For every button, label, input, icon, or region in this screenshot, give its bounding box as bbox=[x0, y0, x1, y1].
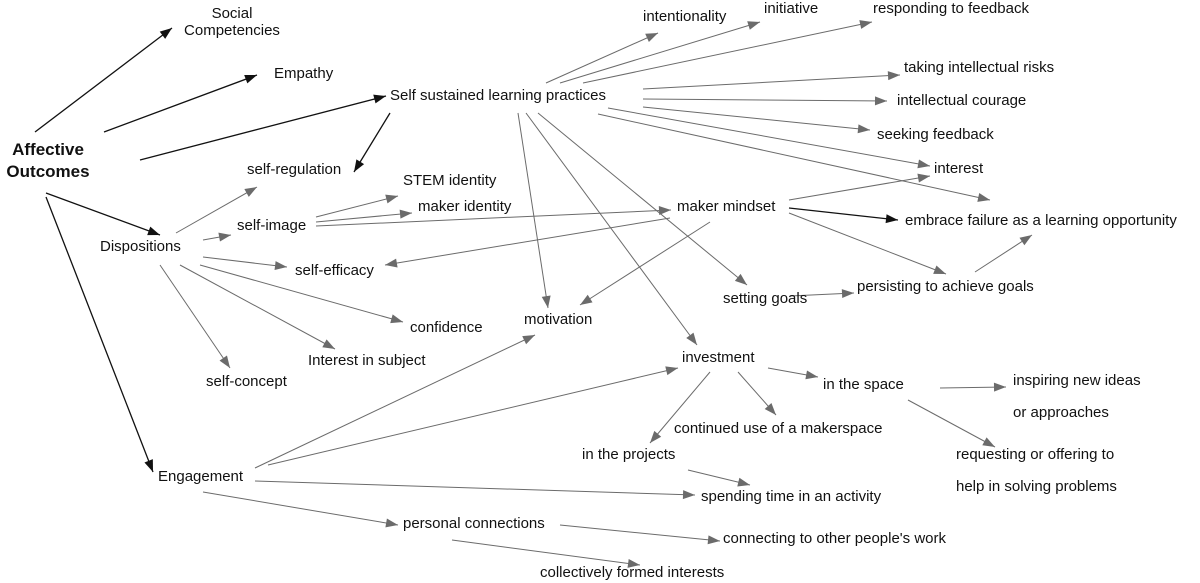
node-connecting-work: connecting to other people's work bbox=[723, 530, 947, 547]
edge-projects-spending bbox=[687, 469, 751, 487]
node-embrace-failure: embrace failure as a learning opportunit… bbox=[905, 212, 1177, 229]
node-intentionality: intentionality bbox=[643, 8, 727, 25]
node-spending-time: spending time in an activity bbox=[701, 488, 882, 505]
node-confidence: confidence bbox=[410, 319, 483, 336]
edge-ssl-initiative bbox=[559, 21, 761, 84]
edge-affective-empathy bbox=[103, 74, 258, 133]
node-intellectual-courage: intellectual courage bbox=[897, 92, 1027, 109]
edge-disp-selfefficacy bbox=[202, 256, 288, 271]
edge-ssl-responding bbox=[582, 20, 873, 84]
edge-affective-dispositions bbox=[45, 192, 161, 236]
edge-mindset-embrace bbox=[788, 207, 899, 224]
node-continued-use: continued use of a makerspace bbox=[674, 420, 883, 437]
node-taking-risks: taking intellectual risks bbox=[904, 59, 1055, 76]
node-in-the-projects: in the projects bbox=[582, 446, 676, 463]
node-self-regulation: self-regulation bbox=[247, 161, 342, 178]
node-setting-goals: setting goals bbox=[723, 290, 808, 307]
node-engagement: Engagement bbox=[158, 468, 244, 485]
edge-disp-interestsubject bbox=[179, 264, 336, 350]
node-seeking-feedback: seeking feedback bbox=[877, 126, 994, 143]
node-affective-outcomes: Affective Outcomes bbox=[6, 140, 90, 182]
edge-engagement-investment bbox=[267, 366, 679, 466]
node-self-concept: self-concept bbox=[206, 373, 287, 390]
node-inspiring-ideas: inspiring new ideas or approaches bbox=[1013, 372, 1141, 422]
edge-ssl-settinggoals bbox=[537, 112, 748, 286]
edge-space-requesting bbox=[907, 399, 996, 448]
edge-engagement-motivation bbox=[254, 334, 536, 469]
edge-ssl-seeking bbox=[642, 106, 871, 134]
edge-engagement-spending bbox=[254, 480, 696, 500]
node-empathy: Empathy bbox=[274, 65, 334, 82]
edge-ssl-intentionality bbox=[545, 32, 659, 84]
node-interest-in-subject: Interest in subject bbox=[308, 352, 426, 369]
edge-mindset-selfefficacy bbox=[384, 217, 671, 268]
edge-selfimage-mindset bbox=[315, 206, 672, 227]
edge-personal-collectively bbox=[451, 539, 641, 568]
edge-disp-confidence bbox=[199, 264, 404, 324]
edge-ssl-risks bbox=[642, 71, 901, 90]
node-self-sustained-learning: Self sustained learning practices bbox=[390, 87, 606, 104]
edge-investment-continued bbox=[737, 371, 777, 416]
edge-selfimage-stem bbox=[315, 194, 399, 218]
node-persisting: persisting to achieve goals bbox=[857, 278, 1034, 295]
node-maker-identity: maker identity bbox=[418, 198, 512, 215]
node-personal-connections: personal connections bbox=[403, 515, 545, 532]
edge-affective-engagement bbox=[45, 196, 154, 473]
edge-disp-selfimage bbox=[202, 232, 232, 242]
edge-investment-projects bbox=[649, 371, 711, 444]
node-motivation: motivation bbox=[524, 311, 593, 328]
node-stem-identity: STEM identity bbox=[403, 172, 497, 189]
edge-ssl-courage bbox=[642, 96, 888, 106]
edge-space-inspiring bbox=[939, 382, 1007, 392]
edge-ssl-investment bbox=[525, 112, 698, 346]
edge-affective-social bbox=[34, 27, 173, 133]
edge-ssl-motivation bbox=[517, 112, 551, 309]
node-investment: investment bbox=[682, 349, 755, 366]
node-interest: interest bbox=[934, 160, 984, 177]
edge-mindset-persisting bbox=[788, 212, 947, 275]
node-responding-feedback: responding to feedback bbox=[873, 0, 1029, 17]
node-requesting-help: requesting or offering to help in solvin… bbox=[956, 446, 1117, 496]
node-initiative: initiative bbox=[764, 0, 819, 17]
edge-disp-selfconcept bbox=[159, 264, 231, 369]
node-maker-mindset: maker mindset bbox=[677, 198, 776, 215]
edge-personal-connecting bbox=[559, 524, 721, 545]
edge-selfimage-maker bbox=[315, 209, 413, 223]
edge-investment-space bbox=[767, 367, 819, 380]
node-self-image: self-image bbox=[237, 217, 307, 234]
node-in-the-space: in the space bbox=[823, 376, 904, 393]
node-social-competencies: Social Competencies bbox=[184, 5, 280, 40]
edge-mindset-interest bbox=[788, 173, 931, 201]
edge-engagement-personal bbox=[202, 491, 399, 528]
edge-persisting-embrace bbox=[974, 234, 1033, 273]
edge-disp-selfregulation bbox=[175, 186, 258, 234]
edge-ssl-selfregulation bbox=[353, 112, 391, 173]
edge-goals-persisting bbox=[789, 289, 855, 299]
node-dispositions: Dispositions bbox=[100, 238, 181, 255]
edge-mindset-motivation bbox=[579, 221, 711, 306]
edge-ssl-embrace bbox=[597, 113, 991, 202]
edge-ssl-interest bbox=[607, 107, 931, 169]
edge-affective-selfsustained bbox=[139, 94, 387, 161]
node-collectively-formed: collectively formed interests bbox=[540, 564, 725, 581]
node-self-efficacy: self-efficacy bbox=[295, 262, 374, 279]
